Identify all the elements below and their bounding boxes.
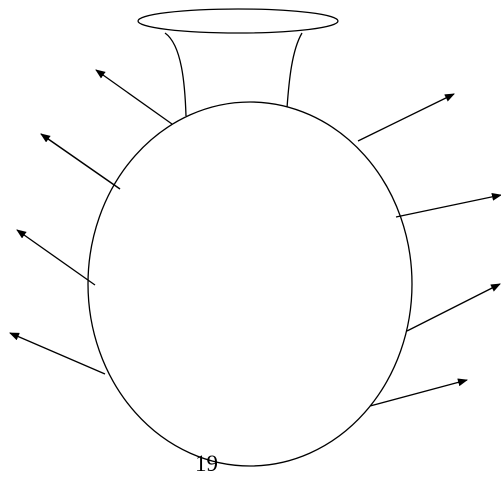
flask-body (88, 102, 412, 466)
arrow-left-4 (10, 333, 105, 374)
arrow-right-1 (358, 94, 454, 141)
arrow-left-1 (96, 70, 172, 124)
flask-neck-right (287, 33, 302, 108)
page-number: 19 (195, 452, 235, 472)
arrow-left-2 (41, 134, 120, 189)
arrow-right-2 (396, 195, 501, 217)
flask-neck-left (165, 33, 186, 116)
arrow-left-3 (17, 230, 95, 285)
flask-rim (138, 9, 338, 33)
arrow-right-3 (407, 284, 500, 331)
